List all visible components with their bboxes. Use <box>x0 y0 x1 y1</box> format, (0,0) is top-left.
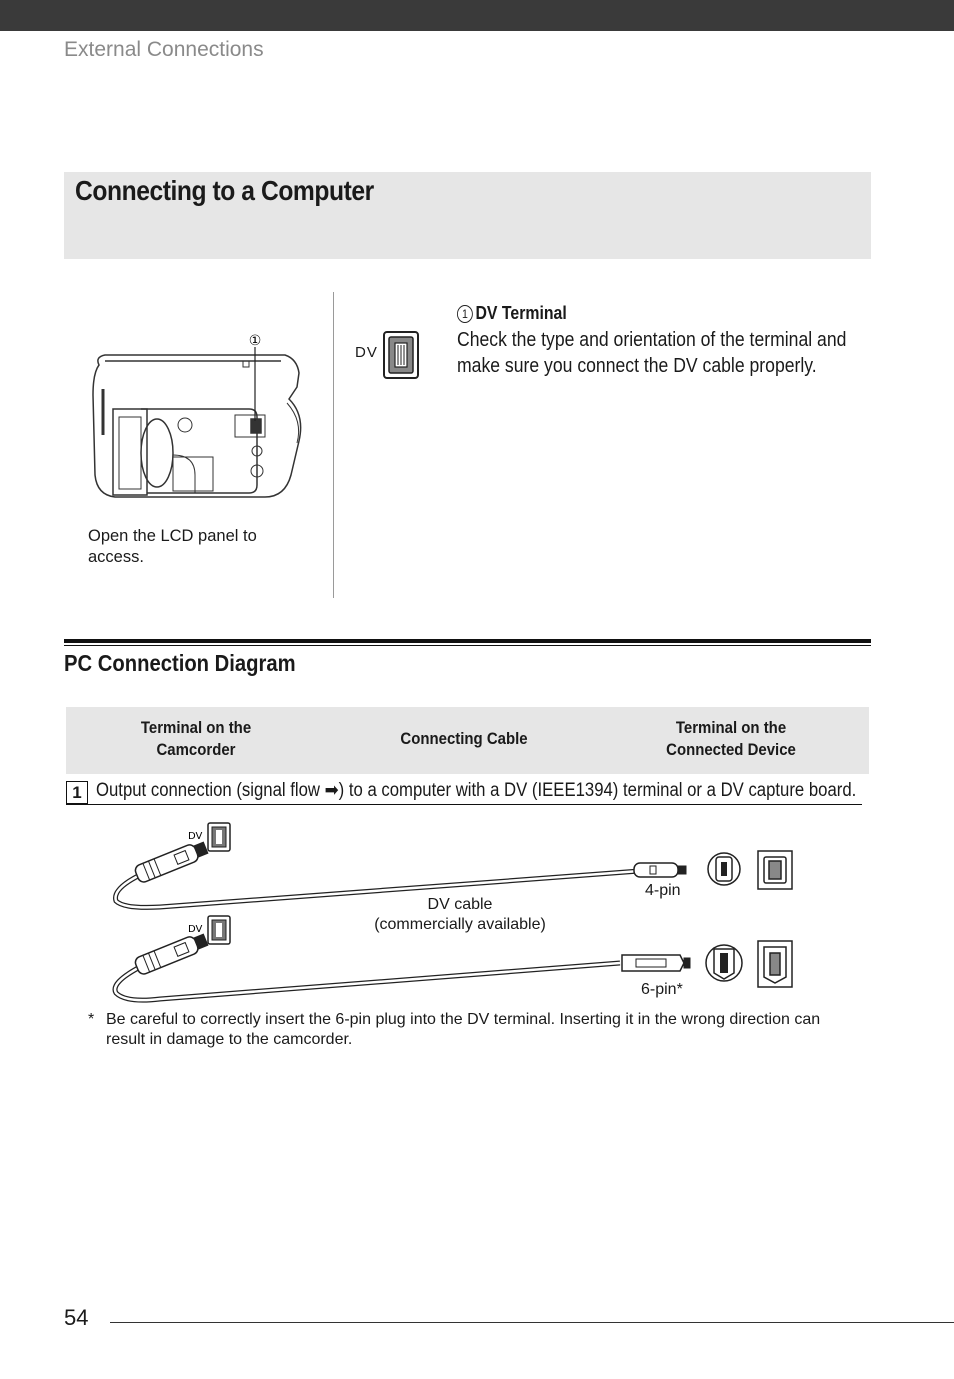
camcorder-illustration: ① <box>92 333 302 498</box>
cable-label: DV cable (commercially available) <box>360 895 560 935</box>
lcd-note: Open the LCD panel to access. <box>88 527 257 566</box>
row-underline <box>66 804 862 805</box>
header-cable: Connecting Cable <box>400 729 528 748</box>
top-bar <box>0 0 954 31</box>
terminal-name: DV Terminal <box>475 303 567 323</box>
page-number: 54 <box>64 1305 89 1330</box>
row-text-before: Output connection (signal flow <box>96 780 325 801</box>
pin6-label: 6-pin* <box>641 981 683 998</box>
pc-diagram-title: PC Connection Diagram <box>64 650 296 676</box>
device-4pin-plug-icon <box>707 852 741 886</box>
footnote-marker: * <box>88 1011 95 1028</box>
cable-4pin <box>113 841 687 910</box>
cable-label-line2: (commercially available) <box>374 916 546 933</box>
dv-port-label-top: DV <box>188 831 203 842</box>
footer-rule <box>110 1322 954 1323</box>
device-6pin-plug-icon <box>705 944 743 982</box>
cable-diagram: DV DV <box>112 822 793 1003</box>
device-6pin-port-icon <box>757 940 793 988</box>
device-4pin-port-icon <box>757 850 793 890</box>
port-6pin-cam: DV <box>188 915 231 945</box>
port-4pin-cam: DV <box>188 822 231 852</box>
title-box <box>64 172 871 259</box>
footnote-text: Be careful to correctly insert the 6-pin… <box>106 1011 821 1048</box>
terminal-description: Check the type and orientation of the te… <box>457 329 847 377</box>
section-rule <box>64 639 871 643</box>
section-title: External Connections <box>64 38 264 61</box>
page-title: Connecting to a Computer <box>75 175 374 206</box>
header-camcorder: Terminal on the Camcorder <box>140 718 252 759</box>
cable-6pin <box>112 933 691 1003</box>
callout-marker: ① <box>249 333 262 349</box>
dv-port-icon <box>383 331 419 379</box>
dv-terminal-label: DV <box>355 344 378 361</box>
row-description: Output connection (signal flow ➡) to a c… <box>96 779 856 802</box>
arrow-icon: ➡ <box>324 780 339 801</box>
footnote: * Be careful to correctly insert the 6-p… <box>88 1010 858 1050</box>
pin4-label: 4-pin <box>645 882 681 899</box>
column-divider <box>333 292 334 598</box>
table-header <box>66 707 869 774</box>
row-number: 1 <box>66 781 88 804</box>
section-rule-thin <box>64 645 871 646</box>
header-device: Terminal on the Connected Device <box>666 718 796 759</box>
row-text-after: ) to a computer with a DV (IEEE1394) ter… <box>338 780 857 801</box>
terminal-marker: 1 <box>457 305 473 323</box>
cable-label-line1: DV cable <box>427 896 493 913</box>
dv-port-label-bottom: DV <box>188 924 203 935</box>
